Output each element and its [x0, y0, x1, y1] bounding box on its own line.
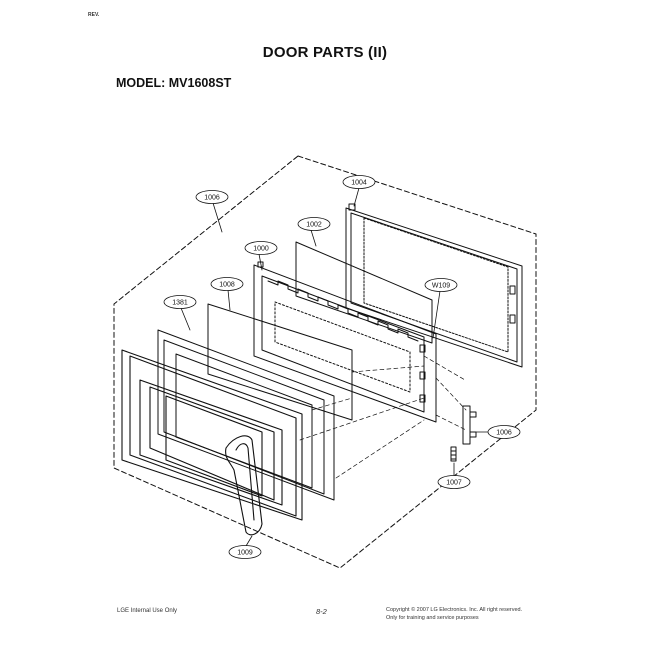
footer-copyright-block: Copyright © 2007 LG Electronics. Inc. Al…: [386, 606, 522, 622]
callout-1006-top: 1006: [204, 195, 220, 202]
callout-1007: 1007: [446, 480, 462, 487]
footer-copyright: Copyright © 2007 LG Electronics. Inc. Al…: [386, 607, 523, 613]
model-label: MODEL: MV1608ST: [116, 76, 232, 90]
page-title: DOOR PARTS (II): [262, 44, 388, 61]
part-1007-spring: [450, 446, 457, 462]
part-1000-door-frame: [253, 261, 437, 423]
part-1006-latch: [462, 405, 477, 445]
callout-w109: W109: [432, 283, 450, 290]
part-front-frame: [121, 349, 303, 521]
footer-page-number: 8-2: [316, 607, 327, 616]
footer-internal-use: LGE Internal Use Only: [117, 608, 178, 614]
part-1009-door-handle: [225, 435, 263, 536]
callout-1009: 1009: [237, 550, 253, 557]
callout-1000: 1000: [253, 246, 269, 253]
part-1008-sheet: [207, 303, 353, 421]
callout-1381: 1381: [172, 300, 188, 307]
revision-mark: REV.: [88, 12, 100, 18]
alignment-lines: [299, 355, 467, 479]
assembly-boundary: [113, 155, 537, 569]
leader-lines: [180, 187, 489, 547]
footer-training-note: Only for training and service purposes: [386, 615, 479, 621]
part-1002-sheet: [295, 241, 433, 344]
callout-1002: 1002: [306, 222, 322, 229]
part-1381-middle-frame: [157, 329, 335, 501]
callout-1008: 1008: [219, 282, 235, 289]
callout-1004: 1004: [351, 180, 367, 187]
callout-1006-right: 1006: [496, 430, 512, 437]
part-1004-rear-panel: [345, 203, 523, 368]
